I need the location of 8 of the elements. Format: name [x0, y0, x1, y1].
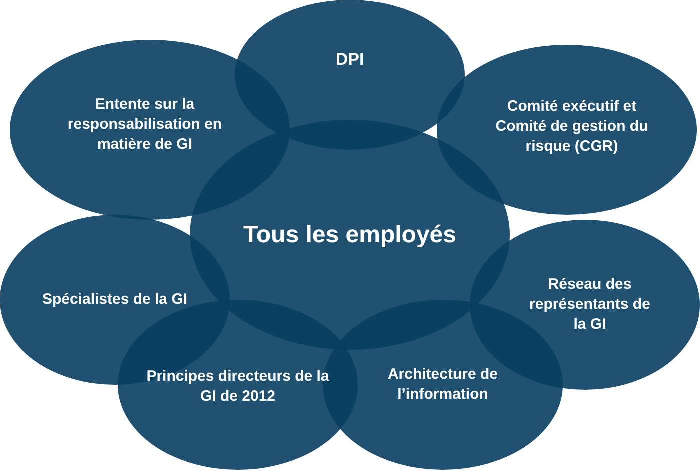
ellipse-label: Tous les employés — [242, 220, 458, 250]
ellipse-label: Spécialistes de la GI — [41, 290, 189, 310]
ellipse-label: Principes directeurs de la GI de 2012 — [146, 367, 330, 407]
ellipse-label: Architecture de l’information — [386, 365, 500, 405]
ellipse-label: Entente sur la responsabilisation en matière de GI — [66, 95, 224, 155]
ellipse-label: Réseau des représentants de la GI — [528, 275, 652, 335]
ellipse-label: Comité exécutif et Comité de gestion du risque (CGR) — [494, 97, 650, 157]
ellipse-label: DPI — [334, 49, 366, 71]
